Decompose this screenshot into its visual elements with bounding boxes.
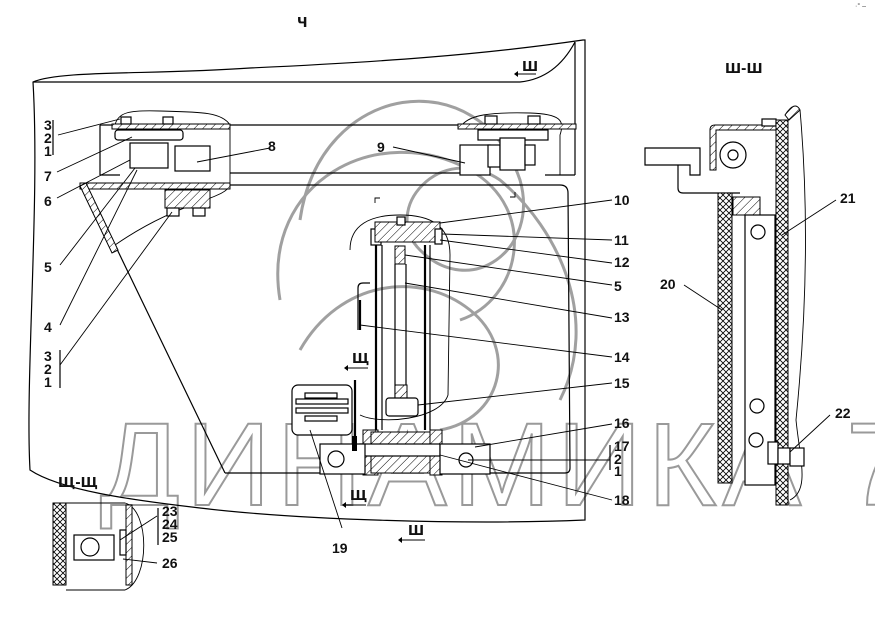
callout-21: 21	[840, 190, 856, 206]
section-shch-label: Щ-Щ	[58, 476, 98, 491]
section-sh-sh: Ш-Ш	[644, 62, 807, 506]
callout-17: 17	[614, 438, 630, 454]
cut-mark-sh-top: Ш	[522, 60, 538, 75]
door-panel-edge	[79, 182, 119, 254]
roof-curve	[519, 41, 576, 83]
callout-1-right: 1	[614, 463, 622, 479]
clip-ring	[80, 537, 100, 557]
cut-mark-sh-bottom: Ш	[408, 524, 424, 539]
callout-2: 2	[44, 130, 52, 146]
bolt-head	[327, 450, 345, 468]
nut	[192, 207, 206, 217]
plate	[111, 123, 231, 130]
callout-10: 10	[614, 192, 630, 208]
callout-24: 24	[162, 516, 178, 532]
callout-25: 25	[162, 529, 178, 545]
bolt	[761, 118, 777, 127]
cab-outline	[28, 39, 586, 523]
callout-9: 9	[377, 139, 385, 155]
detail-top-right-hinge	[457, 112, 577, 176]
callout-16: 16	[614, 415, 630, 431]
hinge-bushing	[129, 142, 169, 169]
lower-block	[164, 189, 211, 209]
callout-3-lower: 3	[44, 348, 52, 364]
callout-12: 12	[614, 254, 630, 270]
rod	[357, 282, 370, 330]
watermark-swirl	[298, 99, 578, 401]
callout-11: 11	[614, 232, 629, 248]
bolt	[527, 115, 541, 125]
watermark-swirl	[298, 285, 500, 432]
callout-7: 7	[44, 168, 52, 184]
cut-mark-shch-lower: Щ	[350, 489, 367, 504]
callout-1: 1	[44, 143, 52, 159]
callout-5-left: 5	[44, 259, 52, 275]
callout-18: 18	[614, 492, 630, 508]
callout-14: 14	[614, 349, 630, 365]
callout-8: 8	[268, 138, 276, 154]
callout-6: 6	[44, 193, 52, 209]
callout-22: 22	[835, 405, 851, 421]
bolt	[120, 116, 132, 125]
callout-20: 20	[660, 276, 676, 292]
pin	[359, 443, 441, 457]
callout-15: 15	[614, 375, 630, 391]
callout-19: 19	[332, 540, 348, 556]
leader-lines	[52, 118, 837, 564]
callout-26: 26	[162, 555, 178, 571]
callout-4: 4	[44, 319, 52, 335]
callout-3: 3	[44, 117, 52, 133]
callout-2-lower: 2	[44, 361, 52, 377]
door-outer-panel	[775, 119, 789, 506]
nut	[166, 207, 180, 217]
corner-mark: ·° –	[855, 2, 866, 10]
callout-5-right: 5	[614, 278, 622, 294]
detail-lock-mechanism	[291, 214, 491, 476]
callout-23: 23	[162, 503, 178, 519]
section-sh-label: Ш-Ш	[725, 62, 763, 77]
cut-markers: Ч Ш Щ Щ Ш	[297, 16, 538, 543]
hinge-arm	[174, 145, 211, 172]
callout-13: 13	[614, 309, 630, 325]
hinge-pin-housing	[374, 221, 441, 243]
roller	[385, 397, 419, 417]
cut-mark-shch-upper: Щ	[352, 352, 369, 367]
bolt	[484, 115, 498, 125]
callout-2-right: 2	[614, 451, 622, 467]
door-inner-panel	[717, 192, 733, 484]
callout-1-lower: 1	[44, 374, 52, 390]
floor-panel	[79, 182, 231, 190]
detail-top-left-hinge	[79, 110, 231, 254]
bracket	[114, 129, 184, 141]
bolt	[162, 116, 174, 125]
section-shch-shch: Щ-Щ	[52, 476, 145, 591]
hinge-roller	[499, 137, 526, 171]
main-view-label: Ч	[297, 16, 308, 31]
callout-labels: 3 2 1 7 8 6 5 4 3 2 1 9 10 11 12 5 13 14…	[44, 2, 866, 571]
